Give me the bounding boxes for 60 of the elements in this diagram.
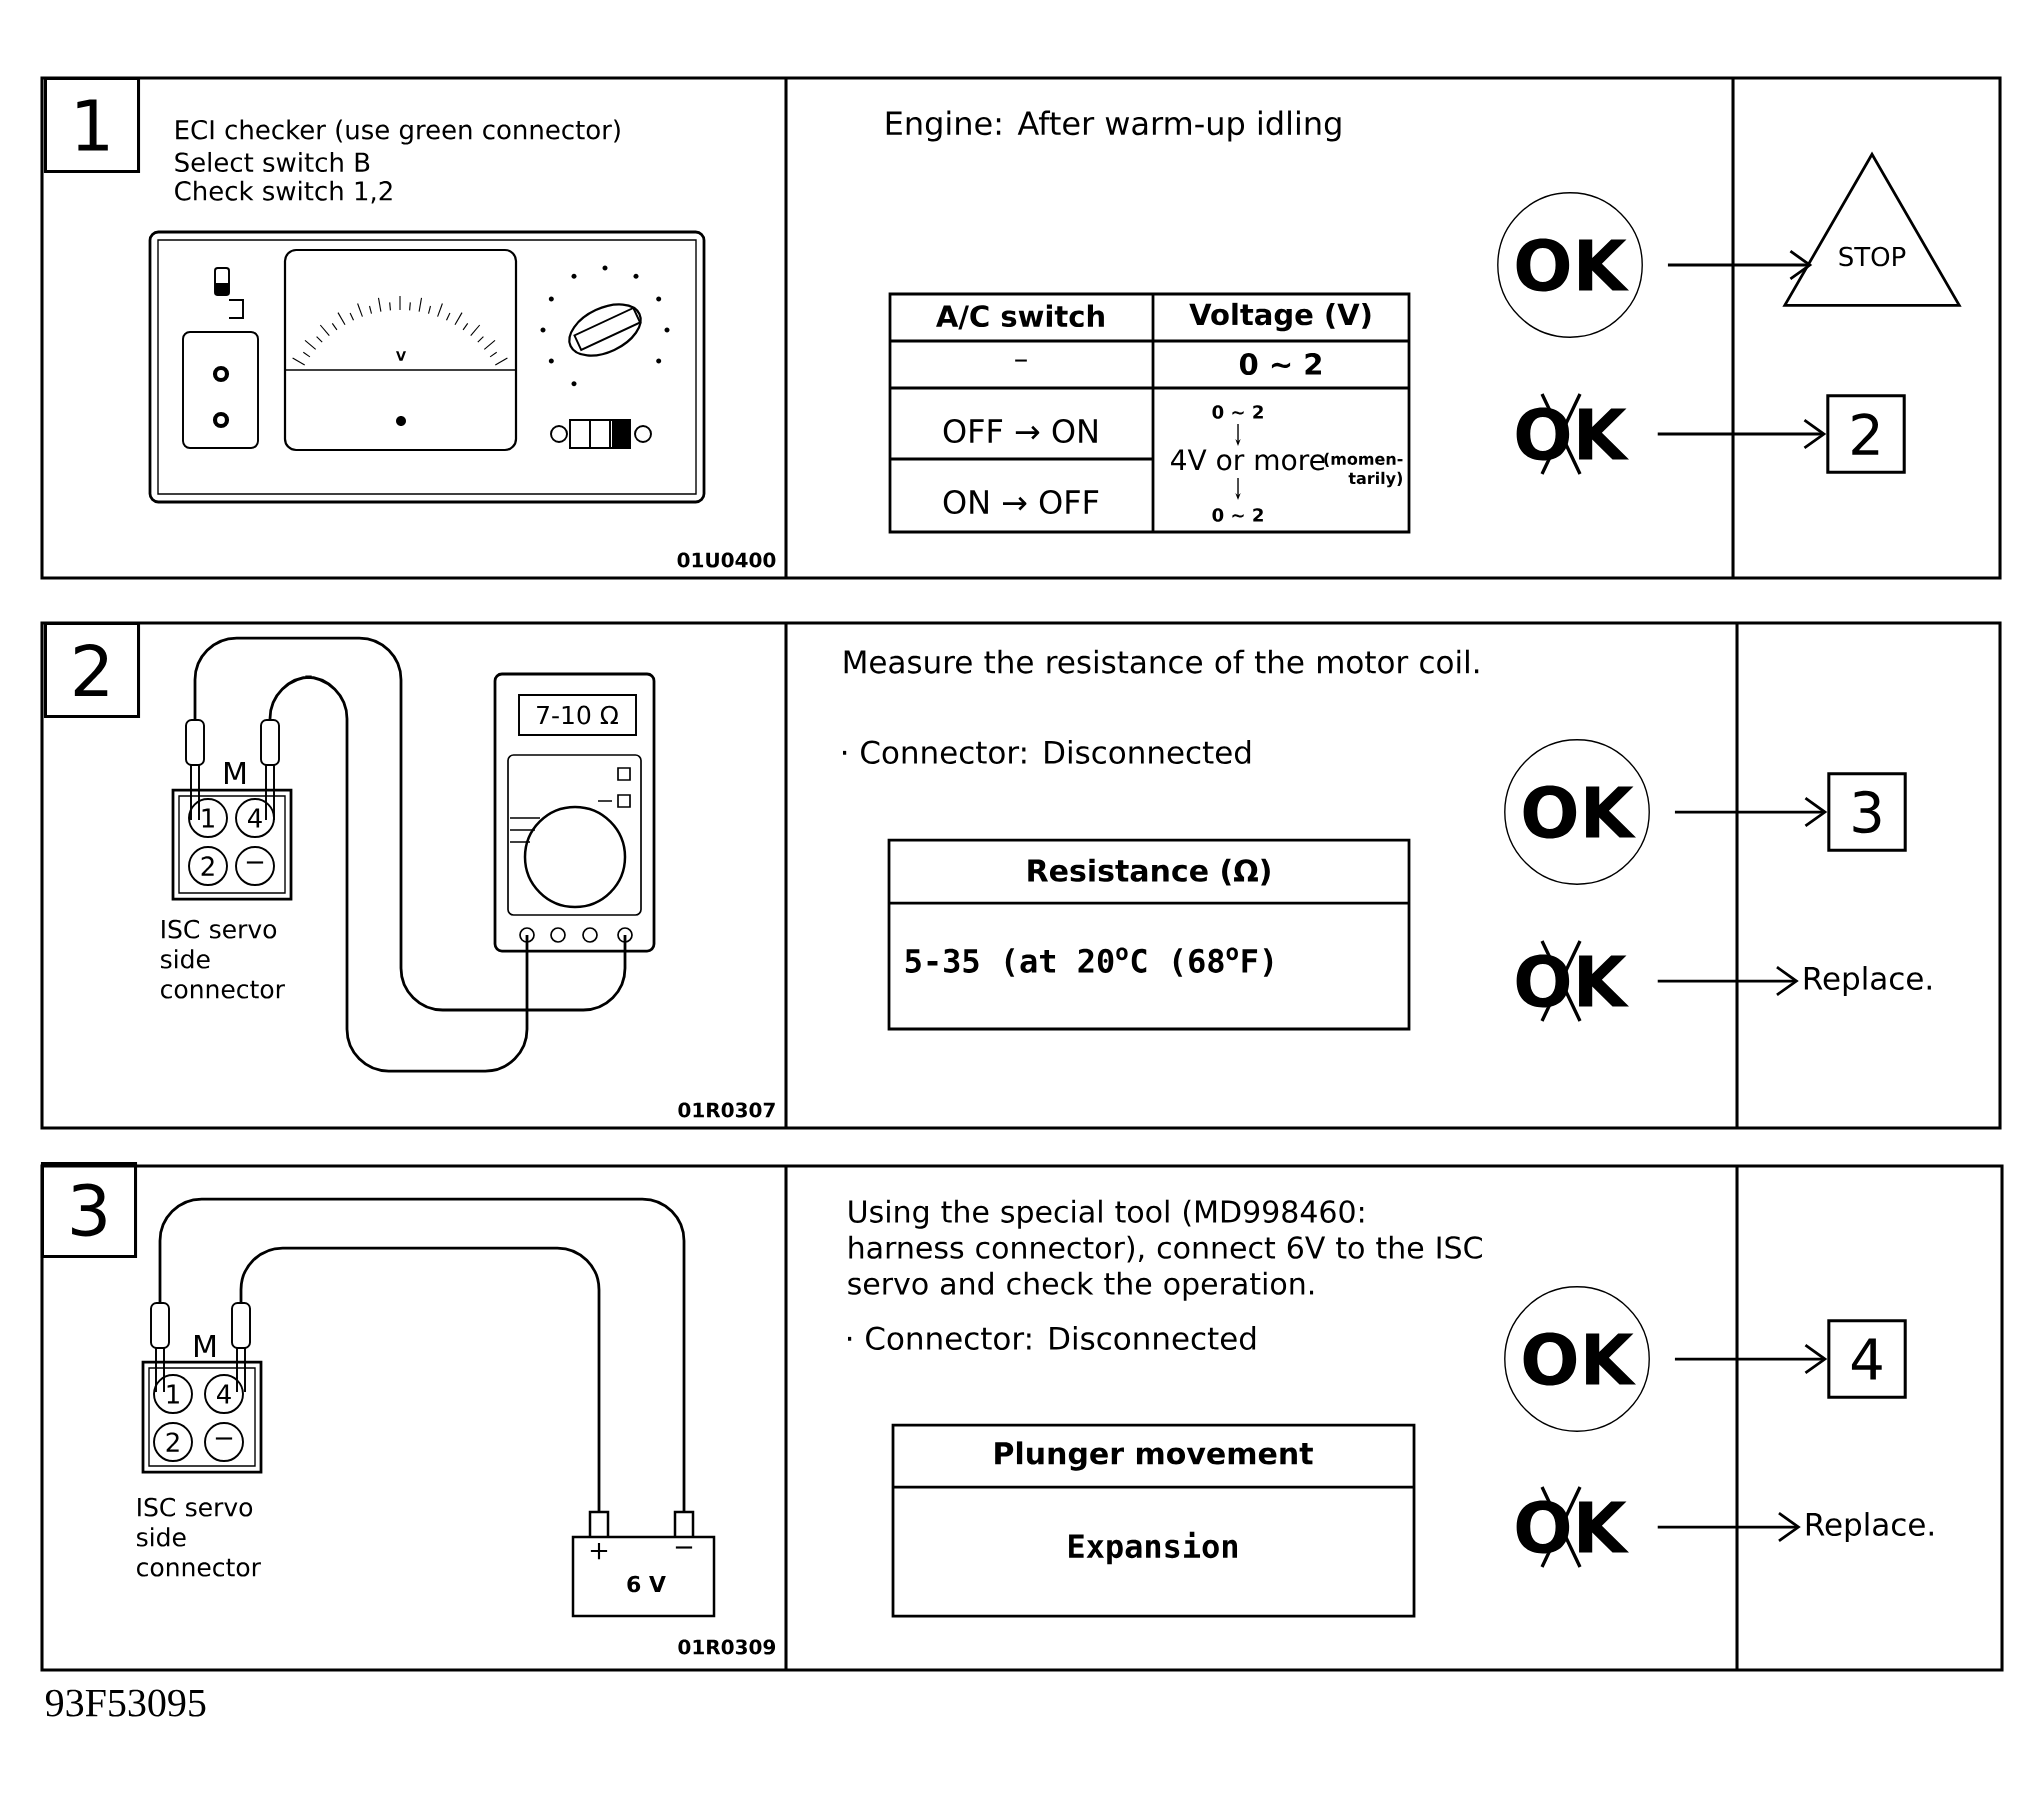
drawing-number: 93F53095 bbox=[45, 1689, 206, 1717]
instruction-text: Check switch 1,2 bbox=[175, 180, 392, 204]
table-cell: – bbox=[1015, 359, 1027, 362]
table-header: Resistance (Ω) bbox=[1028, 858, 1270, 886]
terminal-sign: + bbox=[590, 1542, 608, 1560]
figure-code: 01R0309 bbox=[678, 1639, 776, 1655]
ok-mark: OK bbox=[1504, 739, 1650, 885]
table-cell: ON → OFF bbox=[943, 489, 1099, 515]
condition-text: Engine: After warm-up idling bbox=[886, 110, 1341, 142]
pin-label: 4 bbox=[248, 808, 262, 828]
pin-label: − bbox=[215, 1437, 233, 1440]
table-cell: 0 ~ 2 bbox=[1212, 508, 1263, 522]
figure-code: 01R0307 bbox=[678, 1102, 775, 1118]
step-reference-box: 4 bbox=[1827, 1319, 1907, 1399]
instruction-text: · Connector: Disconnected bbox=[843, 740, 1251, 764]
table-cell: 0 ~ 2 bbox=[1239, 353, 1321, 375]
table-header: Voltage (V) bbox=[1189, 302, 1371, 332]
arrow bbox=[1657, 1512, 1801, 1543]
table-cell: OFF → ON bbox=[943, 418, 1097, 444]
step-number-box: 2 bbox=[43, 621, 141, 719]
figure-code: 01U0400 bbox=[677, 552, 776, 568]
battery-label: 6 V bbox=[627, 1575, 666, 1593]
pin-label: 4 bbox=[217, 1384, 231, 1404]
table-cell: (momen- tarily) bbox=[1324, 452, 1403, 488]
arrow bbox=[1674, 1344, 1828, 1375]
step-number-box: 1 bbox=[43, 76, 141, 174]
table-header: A/C switch bbox=[936, 304, 1104, 330]
arrow bbox=[1667, 250, 1813, 281]
table-cell: 4V or more bbox=[1171, 449, 1325, 471]
table-cell: 0 ~ 2 bbox=[1212, 405, 1263, 419]
ok-mark: OK bbox=[1504, 1286, 1650, 1432]
arrow bbox=[1674, 797, 1828, 828]
display-reading: 7-10 Ω bbox=[537, 705, 618, 725]
step-reference-box: 3 bbox=[1827, 772, 1907, 852]
scale-letter: V bbox=[396, 351, 406, 361]
table-header: Plunger movement bbox=[995, 1441, 1313, 1471]
table-cell: Expansion bbox=[1069, 1531, 1237, 1565]
instruction-text: Select switch B bbox=[175, 151, 370, 173]
step-number-box: 3 bbox=[40, 1161, 138, 1259]
instruction-text: · Connector: Disconnected bbox=[848, 1326, 1256, 1350]
action-text: Replace. bbox=[1804, 966, 1931, 996]
pin-label: M bbox=[225, 762, 245, 784]
step-reference-box: 2 bbox=[1826, 394, 1906, 474]
pin-label: 1 bbox=[167, 1384, 179, 1404]
terminal-sign: − bbox=[675, 1546, 693, 1549]
pin-label: M bbox=[195, 1335, 215, 1357]
ok-mark: OK bbox=[1497, 192, 1643, 338]
connector-caption: ISC servo side connector bbox=[161, 919, 285, 999]
instruction-text: ECI checker (use green connector) bbox=[176, 119, 620, 145]
pin-label: 1 bbox=[202, 808, 214, 828]
instruction-text: Using the special tool (MD998460: harness connector), connect 6V to the ISC servo and check the operation. bbox=[848, 1199, 1482, 1301]
connector-caption: ISC servo side connector bbox=[137, 1497, 261, 1577]
pin-label: 2 bbox=[166, 1432, 179, 1452]
action-text: Replace. bbox=[1806, 1512, 1933, 1542]
instruction-text: Measure the resistance of the motor coil. bbox=[844, 649, 1479, 674]
pin-label: − bbox=[246, 861, 264, 864]
table-cell: 5-35 (at 20$^{o}$C (68$^{o}$F) bbox=[905, 947, 1273, 977]
arrow bbox=[1657, 966, 1799, 997]
arrow bbox=[1657, 419, 1827, 450]
pin-label: 2 bbox=[201, 856, 214, 876]
